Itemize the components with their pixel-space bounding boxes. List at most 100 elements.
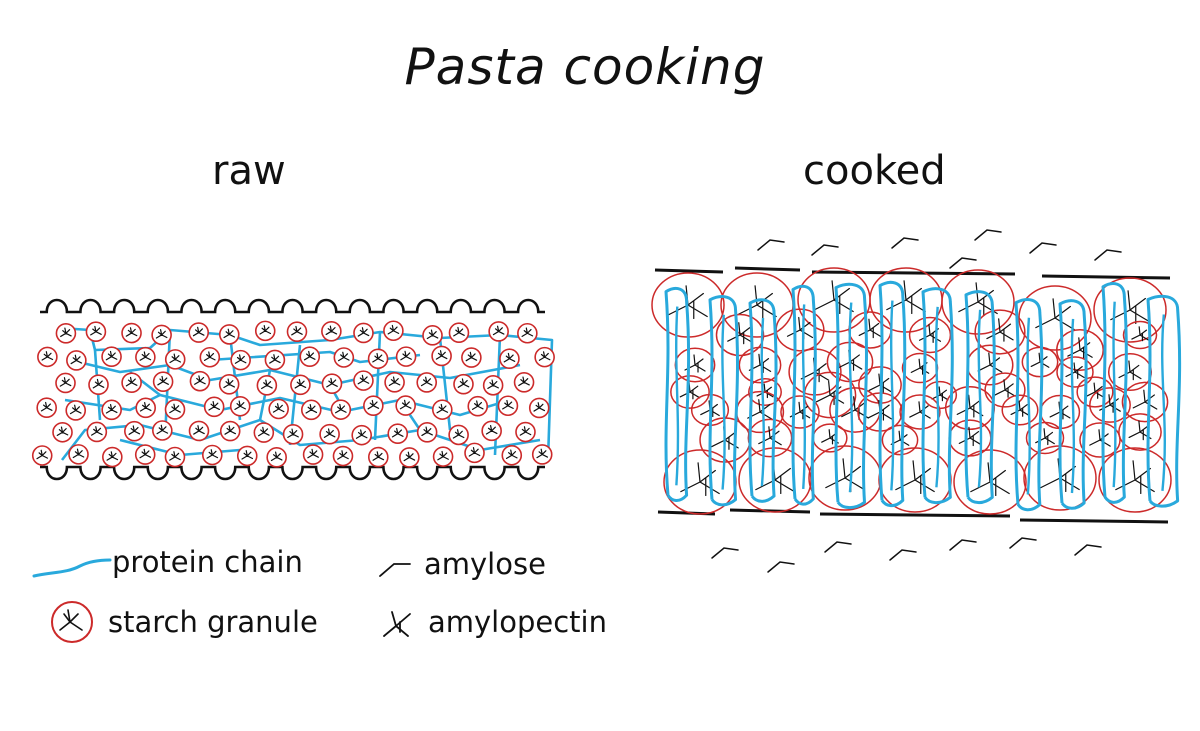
raw-starch-granule — [188, 322, 210, 343]
cooked-protein-strand — [791, 284, 817, 506]
cooked-starch-granule — [1093, 277, 1167, 343]
cooked-protein-strand — [801, 304, 806, 489]
raw-bottom-surface — [40, 465, 545, 481]
cooked-protein-strand — [878, 280, 907, 508]
raw-starch-granule — [321, 373, 343, 395]
raw-starch-granule — [453, 373, 474, 395]
raw-starch-granule — [448, 322, 470, 344]
legend-protein-chain-label: protein chain — [112, 545, 303, 579]
raw-starch-granule — [448, 424, 469, 446]
cooked-protein-strand — [1070, 318, 1076, 494]
cooked-protein-strand — [977, 309, 983, 488]
raw-starch-granule — [302, 444, 324, 465]
cooked-starch-granule — [974, 309, 1026, 355]
raw-starch-granule — [52, 421, 73, 443]
raw-starch-granule — [201, 444, 223, 466]
raw-starch-granule — [351, 424, 373, 446]
amylose-mark — [974, 229, 1002, 241]
cooked-bottom-surface — [819, 512, 1011, 518]
legend-amylopectin: amylopectin — [378, 602, 607, 642]
raw-starch-granule — [189, 370, 211, 392]
raw-starch-granule — [333, 347, 355, 368]
cooked-top-surface — [654, 268, 724, 274]
raw-starch-granule — [330, 399, 352, 420]
cooked-starch-granule — [738, 447, 812, 513]
raw-starch-granule — [534, 346, 555, 368]
starch-granule-icon — [51, 601, 93, 643]
raw-starch-granule — [422, 325, 443, 346]
cooked-top-surface — [734, 266, 801, 272]
cooked-starch-granule — [1056, 329, 1104, 371]
cooked-protein-strand — [1146, 294, 1182, 508]
raw-starch-granule — [321, 320, 342, 342]
raw-starch-granule — [528, 397, 550, 419]
raw-starch-granule — [416, 372, 438, 393]
raw-starch-granule — [395, 395, 416, 416]
cooked-starch-granule — [1021, 346, 1059, 378]
amylose-mark — [824, 541, 852, 553]
raw-starch-granule — [299, 346, 321, 367]
cooked-protein-strand — [760, 317, 765, 487]
cooked-starch-granule — [881, 424, 919, 456]
raw-starch-granule — [416, 421, 438, 443]
raw-starch-granule — [203, 396, 225, 418]
raw-starch-granule — [499, 348, 520, 370]
raw-starch-granule — [353, 322, 374, 344]
cooked-starch-granule — [899, 394, 941, 430]
raw-starch-granule — [395, 346, 417, 367]
raw-starch-granule — [164, 349, 186, 370]
amylopectin-icon — [383, 611, 411, 637]
raw-starch-granule — [31, 445, 53, 466]
cooked-starch-granule — [1118, 413, 1162, 451]
raw-starch-granule — [367, 446, 389, 468]
raw-starch-granule — [152, 371, 174, 392]
raw-starch-granule — [399, 447, 420, 468]
raw-starch-granule — [65, 400, 87, 421]
raw-starch-granules — [31, 320, 555, 468]
raw-starch-granule — [384, 371, 405, 393]
raw-starch-granule — [135, 397, 156, 419]
cooked-starch-granule — [908, 316, 952, 354]
legend-amylose-label: amylose — [424, 547, 546, 581]
cooked-starch-granule — [1098, 447, 1172, 513]
raw-starch-granule — [266, 447, 287, 468]
raw-starch-granule — [37, 346, 58, 368]
cooked-starch-granule — [808, 445, 882, 511]
amylose-mark — [1094, 249, 1122, 261]
raw-starch-granule — [55, 372, 76, 394]
cooked-starch-granule — [812, 423, 848, 453]
raw-starch-granule — [517, 322, 538, 344]
amylose-mark — [711, 547, 739, 559]
cooked-starch-granule — [984, 372, 1026, 408]
cooked-starch-granule — [1122, 320, 1158, 350]
raw-starch-granule — [102, 446, 123, 468]
cooked-protein-strand — [1014, 298, 1044, 512]
legend-amylose: amylose — [372, 546, 546, 582]
cooked-panel-label: cooked — [803, 148, 946, 194]
raw-top-surface — [40, 298, 545, 314]
cooked-starch-granule — [1001, 394, 1039, 426]
raw-starch-granule — [256, 375, 278, 396]
raw-starch-granule — [363, 395, 384, 416]
cooked-protein-strand — [748, 298, 778, 503]
amylose-mark — [1009, 537, 1037, 549]
cooked-top-surface — [1041, 274, 1171, 280]
raw-starch-granule — [86, 421, 108, 443]
cooked-protein-strand — [834, 282, 868, 510]
raw-starch-granule — [467, 395, 489, 417]
raw-starch-granule — [431, 399, 453, 420]
raw-starch-granule — [101, 346, 122, 367]
cooked-protein-strand — [889, 300, 895, 491]
cooked-starch-granule — [715, 313, 765, 357]
raw-starch-granule — [188, 420, 210, 442]
raw-starch-granule — [152, 420, 173, 441]
legend-protein-chain: protein chain — [32, 542, 303, 582]
raw-starch-granule — [482, 374, 504, 396]
cooked-protein-strand — [964, 290, 996, 505]
raw-starch-granule — [501, 444, 523, 466]
cooked-starch-granule — [670, 375, 710, 409]
cooked-protein-strand — [721, 314, 726, 490]
cooked-pasta-surface — [654, 266, 1171, 524]
